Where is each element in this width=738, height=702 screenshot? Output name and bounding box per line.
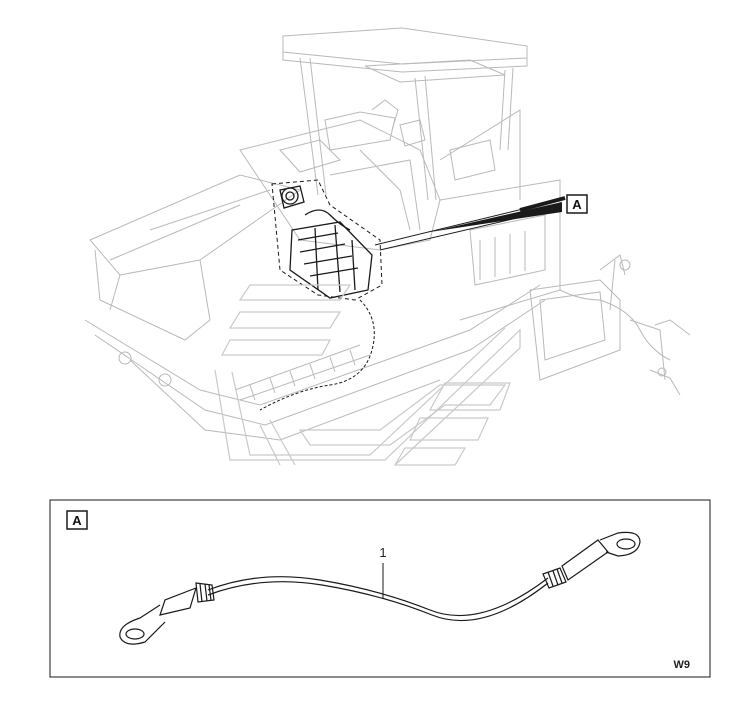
callout-leader <box>374 196 566 251</box>
callout-a-top-label: A <box>572 197 582 212</box>
callout-a-detail: A <box>66 510 88 530</box>
highlighted-component <box>259 179 383 411</box>
callout-a-detail-label: A <box>72 513 82 528</box>
drawing-code: W9 <box>674 659 691 671</box>
ground-cable <box>119 531 641 645</box>
callout-a-top: A <box>566 194 588 214</box>
detail-view: A 1 W9 <box>49 499 711 678</box>
part-number-1: 1 <box>379 545 386 560</box>
watermark-logo <box>214 284 521 466</box>
paver-machine-drawing <box>84 27 691 441</box>
